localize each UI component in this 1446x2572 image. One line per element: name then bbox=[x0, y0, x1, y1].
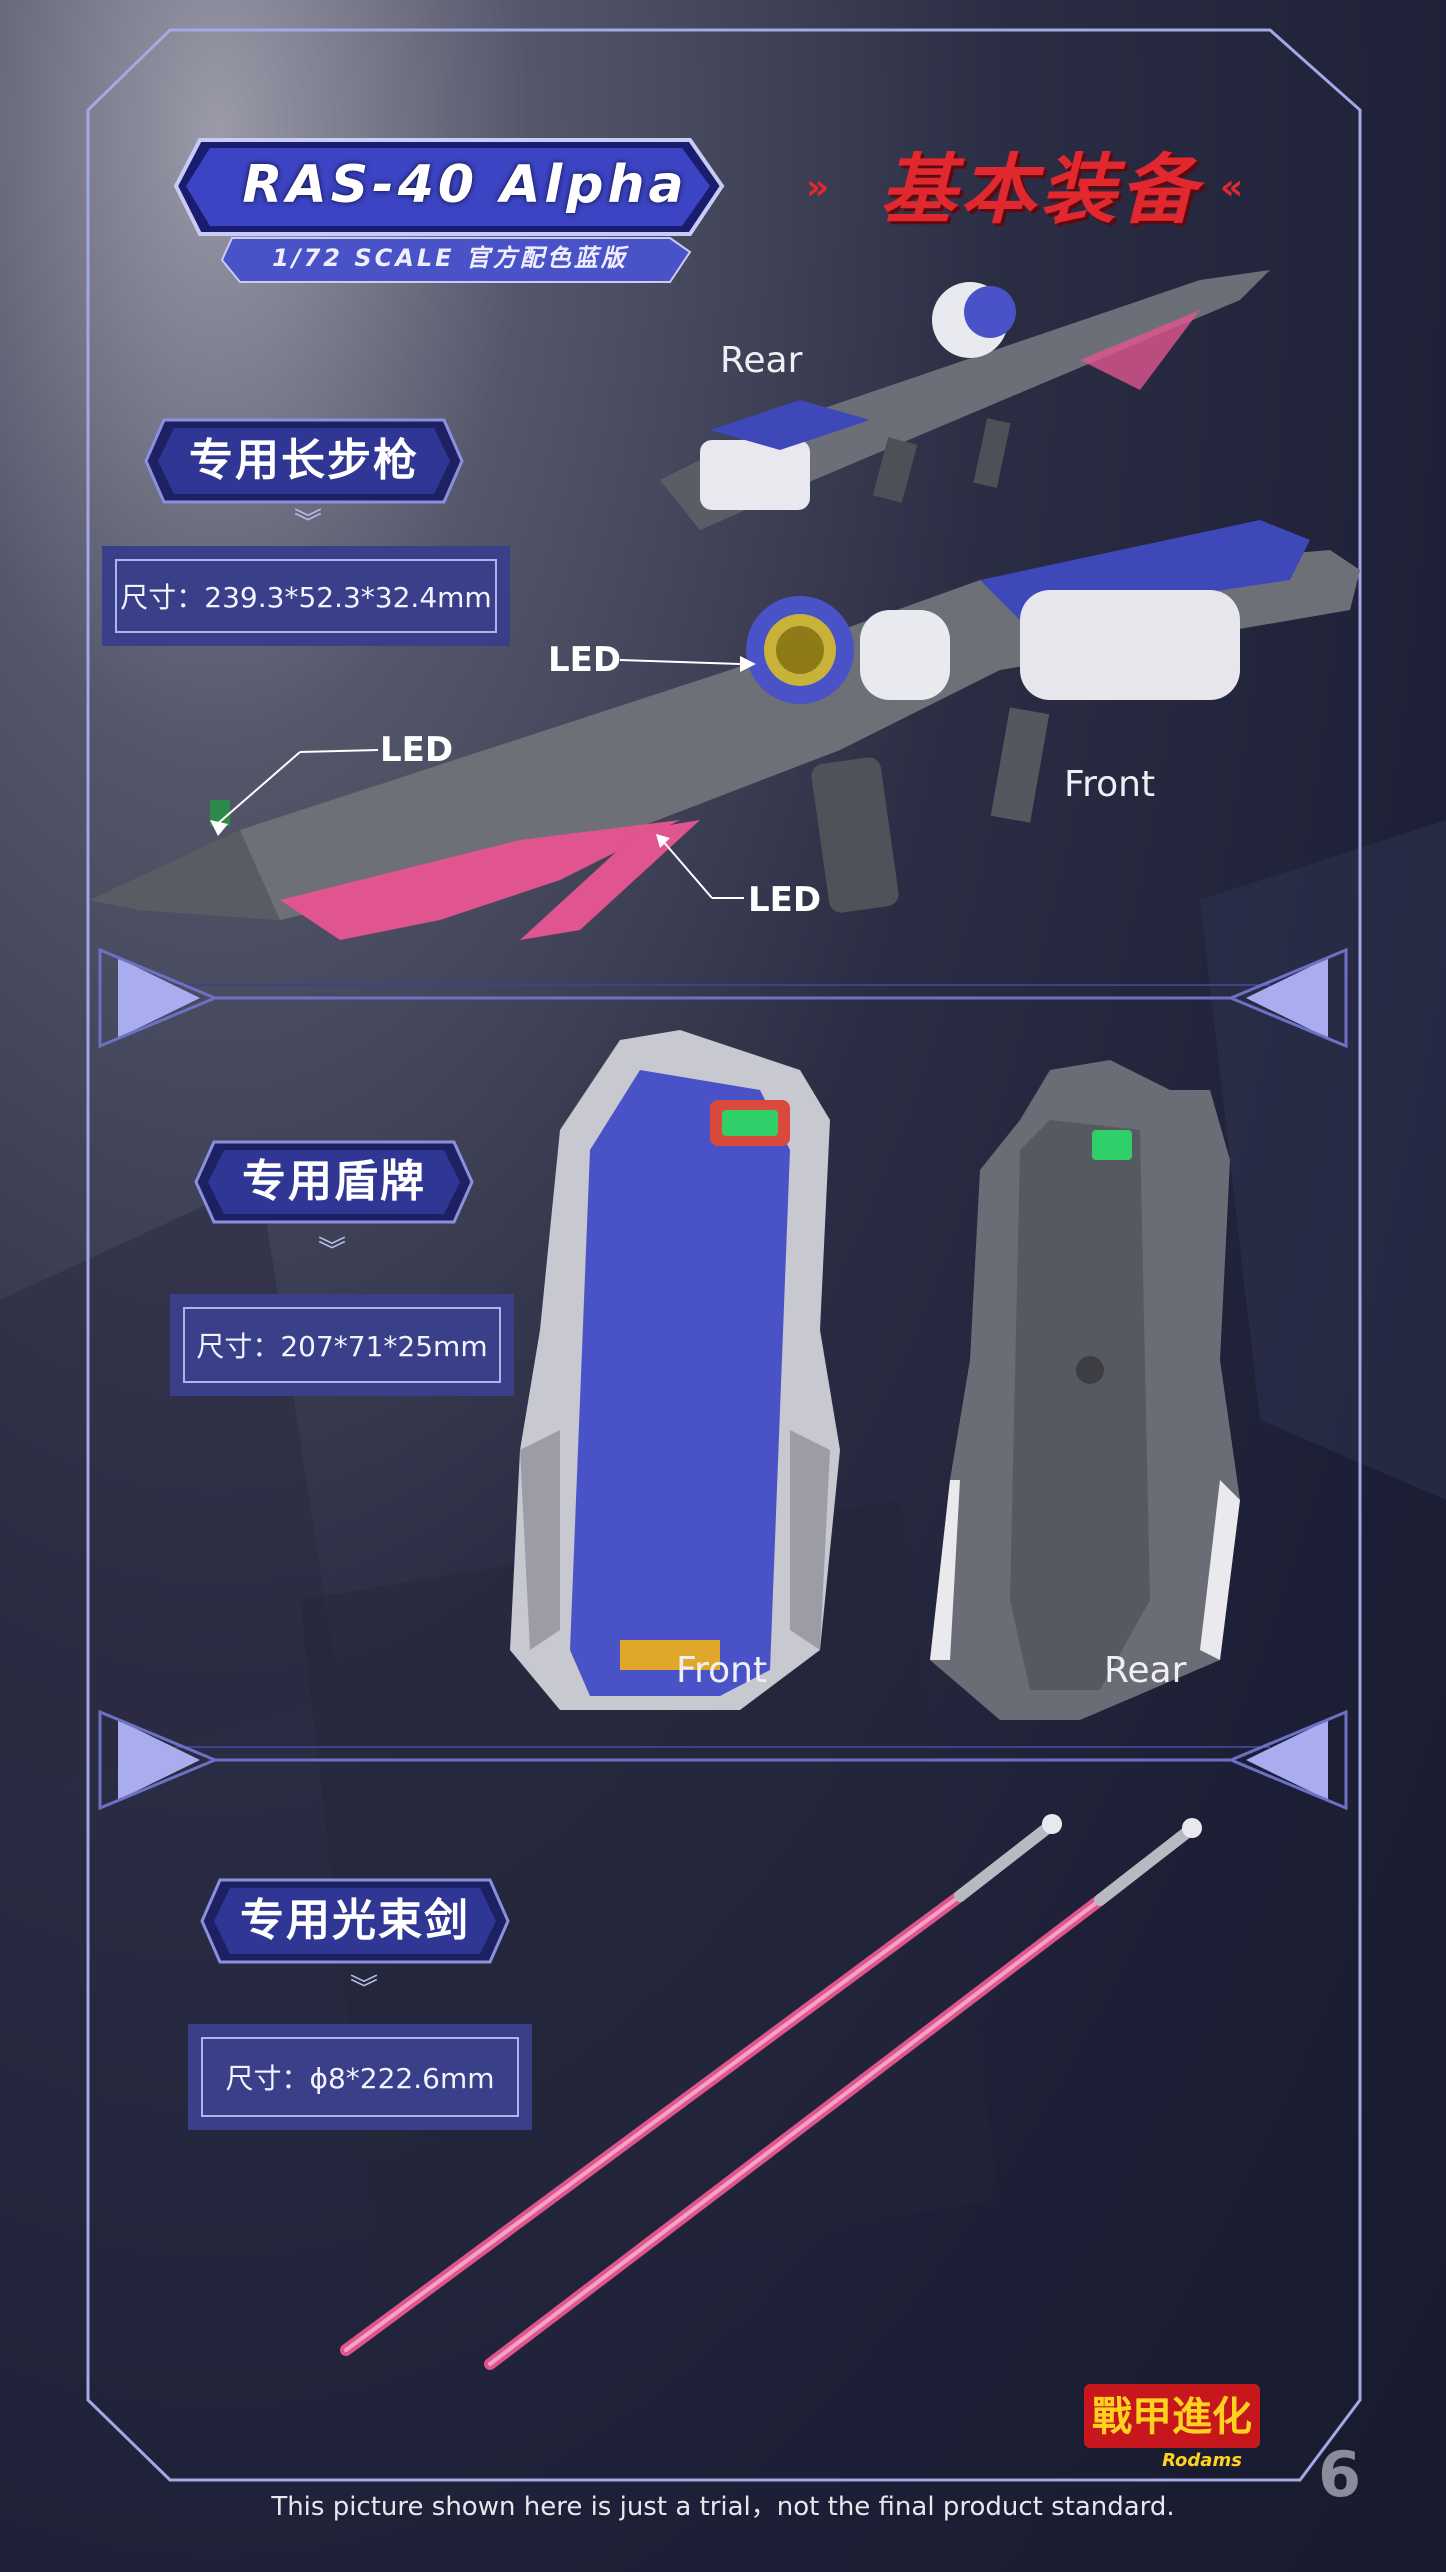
double-chevron-down-icon: ︾ bbox=[293, 506, 322, 539]
view-label-shield-front: Front bbox=[676, 1650, 768, 1691]
double-chevron-down-icon: ︾ bbox=[317, 1234, 346, 1267]
size-text-saber: 尺寸：ϕ8*222.6mm bbox=[201, 2037, 519, 2117]
size-text-shield: 尺寸：207*71*25mm bbox=[183, 1307, 501, 1383]
double-chevron-down-icon: ︾ bbox=[349, 1972, 378, 2005]
rifle-rear-image bbox=[660, 270, 1270, 530]
beam-saber-image bbox=[340, 1814, 1202, 2370]
section-label-bg-saber bbox=[200, 1878, 510, 1964]
shield-front-image bbox=[510, 1030, 840, 1710]
view-label-shield-rear: Rear bbox=[1104, 1650, 1187, 1691]
size-box-rifle: 尺寸：239.3*52.3*32.4mm bbox=[102, 546, 510, 646]
divider-1 bbox=[98, 947, 1348, 1049]
section-title: 基本装备 bbox=[880, 145, 1200, 234]
title-badge bbox=[173, 138, 725, 283]
section-label-rifle: 专用长步枪 bbox=[189, 435, 419, 486]
led-callout-body: LED bbox=[748, 880, 822, 920]
led-callout-scope: LED bbox=[548, 640, 622, 680]
rifle-front-image bbox=[90, 520, 1360, 940]
view-label-rifle-rear: Rear bbox=[720, 340, 803, 381]
led-callout-muzzle: LED bbox=[380, 730, 454, 770]
size-box-saber: 尺寸：ϕ8*222.6mm bbox=[188, 2024, 532, 2130]
section-label-saber: 专用光束剑 bbox=[240, 1895, 470, 1946]
divider-2 bbox=[98, 1709, 1348, 1811]
brand-logo-en: Rodams bbox=[1162, 2450, 1242, 2470]
brand-logo: 戰甲進化 Rodams bbox=[1084, 2384, 1260, 2470]
scale-line: 1/72 SCALE 官方配色蓝版 bbox=[272, 244, 628, 272]
section-label-bg-rifle bbox=[144, 418, 464, 504]
chevron-right-icon: » bbox=[806, 167, 830, 208]
view-label-rifle-front: Front bbox=[1064, 764, 1156, 805]
size-box-shield: 尺寸：207*71*25mm bbox=[170, 1294, 514, 1396]
section-label-shield: 专用盾牌 bbox=[242, 1156, 426, 1207]
brand-logo-cn: 戰甲進化 bbox=[1092, 2394, 1252, 2440]
model-name: RAS-40 Alpha bbox=[242, 155, 688, 215]
disclaimer-text: This picture shown here is just a trial，… bbox=[271, 2492, 1175, 2522]
size-text-rifle: 尺寸：239.3*52.3*32.4mm bbox=[115, 559, 497, 633]
led-callout-lines bbox=[210, 656, 756, 899]
chevron-left-icon: « bbox=[1220, 167, 1244, 208]
page-number: 6 bbox=[1318, 2438, 1362, 2511]
section-label-bg-shield bbox=[194, 1140, 474, 1224]
shield-rear-image bbox=[930, 1060, 1240, 1720]
